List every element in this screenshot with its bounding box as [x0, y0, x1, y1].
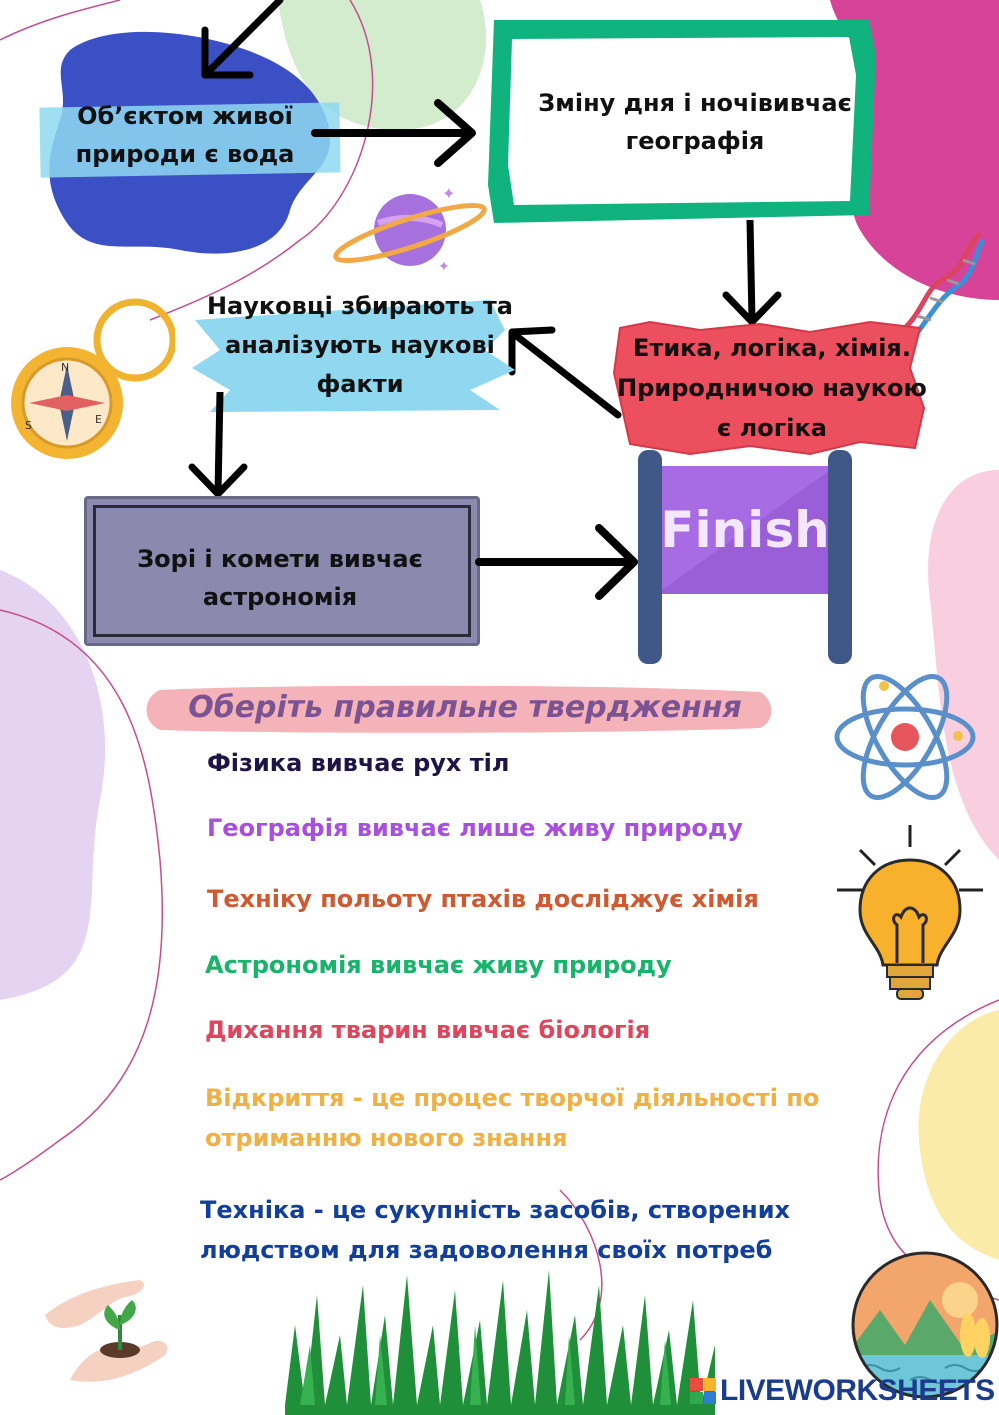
atom-icon [834, 673, 976, 801]
svg-text:✦: ✦ [438, 259, 450, 275]
hands-plant-icon [45, 1280, 168, 1382]
logo-text: LIVEWORKSHEETS [720, 1374, 995, 1407]
statement-item[interactable]: Відкриття - це процес творчої діяльності… [205, 1084, 820, 1152]
svg-text:E: E [95, 413, 102, 426]
liveworksheets-logo: LIVEWORKSHEETS [690, 1374, 995, 1408]
arrow-water-to-daynight [311, 99, 476, 167]
arrow-stars-to-finish [475, 524, 638, 600]
statement-item[interactable]: Географія вивчає лише живу природу [207, 814, 743, 842]
finish-banner [638, 450, 852, 664]
landscape-circle-icon [851, 1251, 999, 1399]
finish-label: Finish [660, 501, 830, 559]
light-blue-brush-shape [192, 300, 515, 412]
logo-icon [690, 1378, 716, 1404]
statement-item[interactable]: Фізика вивчає рух тіл [207, 749, 510, 777]
green-frame-shape [488, 20, 876, 223]
flow-box-stars: Зорі і комети вивчає астрономія [137, 545, 423, 611]
arrow-top-to-water [201, 0, 284, 79]
pink-title-brush [146, 685, 772, 733]
lightbulb-icon [837, 825, 983, 1000]
arrow-ethics-to-scientists [508, 326, 622, 419]
blue-blob-shape [39, 31, 341, 254]
planet-icon: ✦ ✦ [333, 185, 487, 275]
statement-item[interactable]: Техніку польоту птахів досліджує хімія [207, 885, 759, 913]
task-title: Оберіть правильне твердження [188, 690, 742, 725]
flow-box-daynight: Зміну дня і ночівивчає географія [538, 89, 852, 155]
svg-text:S: S [25, 419, 32, 432]
arrow-scientists-to-stars [188, 392, 248, 498]
flow-box-scientists: Науковці збирають та аналізують наукові … [206, 292, 514, 398]
arrow-daynight-to-ethics [722, 220, 782, 326]
grass-decoration [285, 1270, 715, 1415]
flow-box-ethics: Етика, логіка, хімія. Природничою наукою… [617, 334, 927, 442]
red-box-shape [612, 320, 926, 456]
svg-text:N: N [61, 361, 69, 374]
statement-item[interactable]: Астрономія вивчає живу природу [205, 951, 672, 979]
statement-item[interactable]: Техніка - це сукупність засобів, створен… [200, 1196, 791, 1264]
svg-text:✦: ✦ [442, 185, 455, 203]
flow-box-water: Об’єктом живої природи є вода [75, 102, 295, 168]
gray-box-shape [84, 496, 480, 646]
compass-icon: N S E [11, 298, 175, 459]
dna-icon [903, 231, 985, 338]
statement-item[interactable]: Дихання тварин вивчає біологія [205, 1016, 651, 1044]
